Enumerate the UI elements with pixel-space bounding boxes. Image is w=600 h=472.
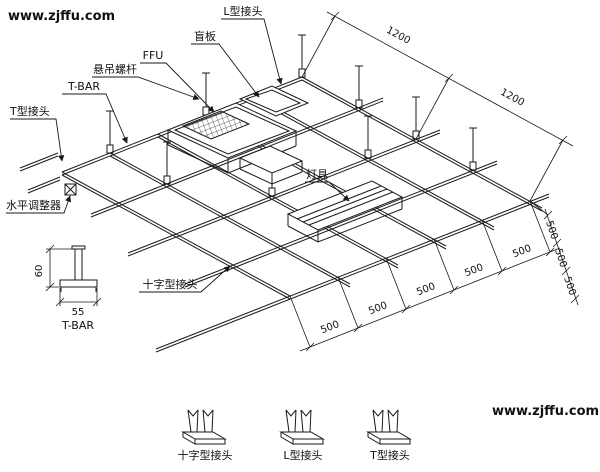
dimension-right: 500 500 500 [529, 200, 580, 306]
ffu-filter-grille [181, 110, 251, 140]
lamp-fixture [286, 180, 404, 243]
callout-t-bar: T-BAR [62, 80, 128, 144]
dim-1200: 1200 [384, 25, 412, 47]
label-t-joint: T型接头 [9, 104, 50, 118]
l-joint-detail-label: L型接头 [283, 448, 322, 462]
dim-500: 500 [561, 275, 577, 297]
dim-500: 500 [552, 247, 568, 269]
grid-rail [90, 97, 384, 218]
grid-rail [184, 160, 498, 288]
dim-1200: 1200 [498, 87, 526, 109]
lamp-tubes [296, 185, 394, 226]
dim-500: 500 [415, 281, 437, 298]
callout-l-joint: L型接头 [221, 4, 283, 85]
callout-cross-joint: 十字型接头 [139, 265, 231, 293]
hanger-rod [355, 65, 363, 109]
hanger-rod [364, 115, 372, 159]
label-hanger-rod: 悬吊螺杆 [93, 62, 137, 76]
label-cross-joint: 十字型接头 [143, 277, 198, 291]
callout-lamp: 灯具 [305, 168, 350, 202]
label-ffu: FFU [143, 49, 164, 62]
hanger-rod [202, 72, 210, 116]
label-t-bar: T-BAR [67, 80, 100, 93]
hanger-rod [469, 127, 477, 171]
grid-rail [127, 129, 441, 257]
leveler-bracket [64, 183, 77, 196]
hanger-rod [412, 96, 420, 140]
ceiling-grid [19, 76, 550, 353]
t-joint-detail-label: T型接头 [369, 448, 410, 462]
junction-box [238, 145, 304, 185]
dim-55: 55 [72, 307, 85, 318]
cross-joint-detail-drawing [182, 409, 226, 445]
l-joint-detail-drawing [280, 409, 324, 445]
grid-cross-rail [301, 76, 543, 212]
hanger-rod [106, 110, 114, 154]
dim-500: 500 [543, 219, 559, 241]
label-blind-plate: 盲板 [194, 29, 216, 43]
callout-blind-plate: 盲板 [191, 29, 260, 98]
dim-500: 500 [511, 243, 533, 260]
joint-details: 十字型接头 L型接头 T型接头 [178, 409, 411, 462]
grid-cross-rail [253, 95, 495, 231]
dim-60: 60 [34, 265, 45, 278]
grid-cross-rail [109, 152, 351, 288]
dim-500: 500 [367, 300, 389, 317]
callout-leveler: 水平调整器 [6, 195, 72, 214]
callouts: L型接头 盲板 FFU 悬吊螺杆 T-BAR T型接头 水平调整器 灯具 [6, 4, 350, 293]
label-lamp: 灯具 [306, 168, 328, 181]
cross-joint-detail-label: 十字型接头 [178, 448, 233, 462]
website-url-top: www.zjffu.com [8, 9, 115, 24]
tbar-detail-label: T-BAR [61, 319, 94, 332]
t-joint-detail-drawing [367, 409, 411, 445]
ffu-unit [166, 102, 298, 174]
dim-500: 500 [463, 262, 485, 279]
dim-500: 500 [319, 319, 341, 336]
callout-hanger-rod: 悬吊螺杆 [92, 62, 200, 101]
callout-t-joint: T型接头 [9, 104, 65, 162]
tbar-section-detail: 60 55 T-BAR [34, 244, 102, 332]
label-leveler: 水平调整器 [6, 198, 61, 212]
grid-cross-rail [61, 171, 291, 300]
grid-stub-rail [19, 152, 61, 194]
callout-ffu: FFU [140, 49, 215, 113]
hanger-rod [163, 141, 171, 185]
dimension-top: 1200 1200 [301, 11, 574, 202]
website-url-bottom: www.zjffu.com [492, 404, 599, 419]
hanger-rod [298, 34, 306, 78]
label-l-joint: L型接头 [223, 4, 262, 18]
